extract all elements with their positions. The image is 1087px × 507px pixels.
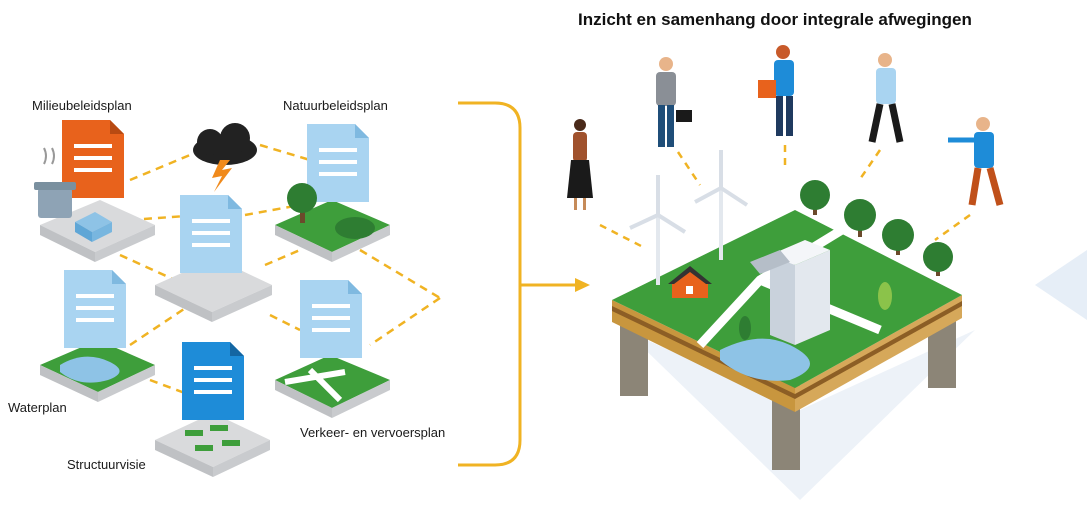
page-title: Inzicht en samenhang door integrale afwe… <box>578 10 972 29</box>
document-icon <box>64 270 126 348</box>
arrow-head-icon <box>575 278 590 292</box>
structuur-plan-tile <box>155 342 270 477</box>
person-icon <box>948 117 1004 206</box>
faded-arrow-icon <box>1035 250 1087 320</box>
people-connectors <box>599 145 971 250</box>
tree-icon <box>800 180 830 215</box>
tree-icon <box>878 282 892 310</box>
center-plan-tile <box>155 195 272 322</box>
label-natuurbeleidsplan: Natuurbeleidsplan <box>283 98 388 113</box>
person-icon <box>758 45 794 136</box>
water-plan-tile <box>40 270 155 402</box>
person-icon <box>656 57 692 147</box>
tree-icon <box>739 316 751 340</box>
person-icon <box>868 53 904 143</box>
document-icon <box>180 195 242 273</box>
document-icon <box>62 120 124 198</box>
milieu-plan-tile <box>34 120 155 262</box>
trash-bin-icon <box>34 147 76 218</box>
label-structuurvisie: Structuurvisie <box>67 457 146 472</box>
tree-icon <box>923 242 953 276</box>
merge-bracket <box>458 101 578 467</box>
label-waterplan: Waterplan <box>8 400 67 415</box>
tree-icon <box>287 183 317 223</box>
document-icon <box>182 342 244 420</box>
wind-turbine-icon <box>694 150 749 260</box>
natuur-plan-tile <box>275 124 390 262</box>
person-icon <box>567 119 593 210</box>
tree-icon <box>844 199 876 237</box>
verkeer-plan-tile <box>275 280 390 418</box>
wind-turbine-icon <box>629 175 687 285</box>
tree-icon <box>882 219 914 255</box>
plan-connectors <box>119 143 441 397</box>
integrated-landscape <box>612 180 962 470</box>
document-icon <box>307 124 369 202</box>
document-icon <box>300 280 362 358</box>
label-verkeer-vervoersplan: Verkeer- en vervoersplan <box>300 425 446 440</box>
house-icon <box>668 266 712 298</box>
bush-icon <box>335 217 375 239</box>
label-milieubeleidsplan: Milieubeleidsplan <box>32 98 132 113</box>
storm-cloud-icon <box>193 123 257 192</box>
